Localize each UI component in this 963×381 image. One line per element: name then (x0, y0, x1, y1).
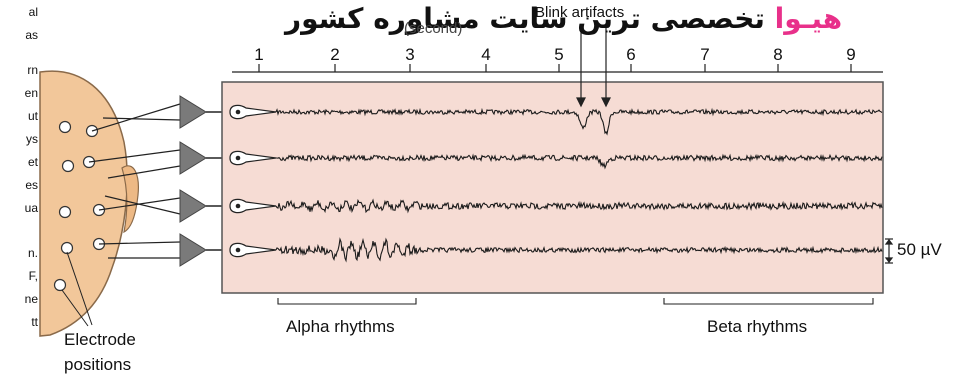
beta-bracket (663, 298, 874, 305)
amplifier-icon (179, 141, 207, 175)
watermark-banner: هیـوا تخصصی ترین سایت مشاوره کشور (285, 2, 842, 35)
time-tick-label: 7 (700, 45, 710, 64)
beta-rhythms-label: Beta rhythms (707, 317, 808, 336)
time-tick-label: 5 (554, 45, 564, 64)
electrode-label-line1: Electrode (64, 330, 136, 349)
alpha-bracket (277, 298, 417, 305)
clipped-text-line: en (24, 86, 38, 100)
clipped-text-line: ys (26, 132, 38, 146)
time-tick-label: 3 (405, 45, 415, 64)
watermark-brand: هیـوا (774, 2, 843, 35)
clipped-text-line: ut (27, 109, 38, 123)
electrode-sites (53, 120, 106, 292)
amplifier-icon (179, 95, 207, 129)
eeg-trace (275, 237, 883, 263)
alpha-rhythms-label: Alpha rhythms (286, 317, 395, 336)
blink-artifacts-label: Blink artifacts (535, 4, 625, 21)
electrode-site (58, 120, 72, 134)
clipped-text-line: as (25, 28, 38, 42)
clipped-text-line: tt (31, 315, 38, 329)
clipped-text-line: n. (27, 246, 38, 260)
clipped-text-line: es (25, 178, 38, 192)
clipped-paragraph: al as rn en ut ys et es ua n. F, ne tt (0, 0, 40, 381)
time-tick-label: 8 (773, 45, 783, 64)
scale-bar (884, 238, 894, 264)
amplifier-icon (179, 233, 207, 267)
time-tick-label: 4 (481, 45, 491, 64)
time-axis-ticks (258, 64, 852, 72)
electrode-pointer-line (61, 289, 89, 327)
amplifiers (179, 95, 207, 267)
partial-header-label: (second) (404, 20, 463, 37)
electrode-site (61, 159, 75, 173)
clipped-text-line: al (28, 5, 38, 19)
clipped-text-line: et (27, 155, 38, 169)
eeg-trace (276, 153, 883, 170)
pen-markers (229, 104, 277, 258)
electrode-wires (88, 103, 181, 259)
eeg-trace (275, 198, 883, 214)
electrode-pointer-line (66, 251, 93, 326)
amp-outputs (206, 111, 222, 251)
clipped-text-line: rn (27, 63, 38, 77)
amplifier-icon (179, 189, 207, 223)
clipped-text-line: ua (24, 201, 38, 215)
time-tick-label: 9 (846, 45, 856, 64)
blink-arrows (576, 24, 611, 108)
time-tick-label: 6 (626, 45, 636, 64)
clipped-text-line: F, (28, 269, 38, 283)
electrode-site (53, 278, 67, 292)
ear-shape (121, 165, 139, 234)
electrode-label-line2: positions (64, 355, 132, 374)
watermark-text: تخصصی ترین سایت مشاوره کشور (285, 2, 765, 35)
electrode-site (60, 241, 74, 255)
time-tick-label: 2 (330, 45, 340, 64)
eeg-trace (275, 107, 883, 136)
time-tick-label: 1 (254, 45, 264, 64)
recording-panel (221, 81, 884, 294)
scalp-shape (39, 70, 128, 337)
electrode-site (58, 205, 72, 219)
clipped-text-line: ne (24, 292, 38, 306)
scale-label: 50 µV (897, 240, 942, 259)
